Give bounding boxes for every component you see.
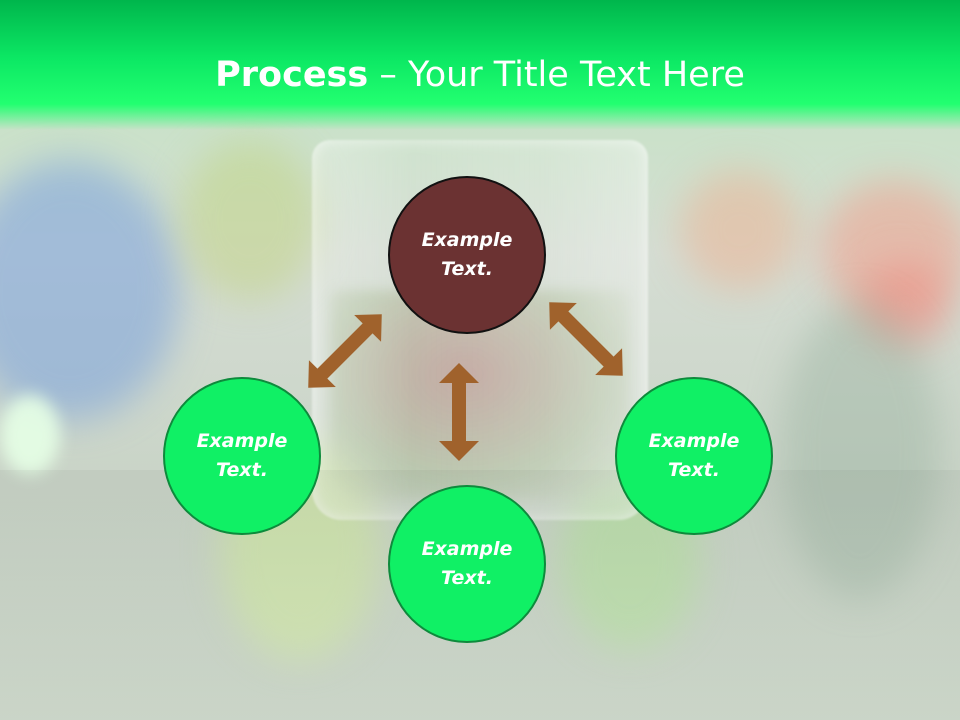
bottom-node-line1: Example [421, 538, 513, 560]
title-banner [0, 0, 960, 130]
left-node-line2: Text. [216, 459, 268, 481]
double-arrow-left[interactable] [295, 301, 395, 401]
right-node-line1: Example [648, 430, 740, 452]
left-node[interactable]: Example Text. [163, 377, 321, 535]
bottom-node[interactable]: Example Text. [388, 485, 546, 643]
center-node-line1: Example [421, 229, 513, 251]
right-node-line2: Text. [668, 459, 720, 481]
slide-title-bold: Process [215, 55, 369, 95]
center-node[interactable]: Example Text. [388, 176, 546, 334]
slide-title-rest: – Your Title Text Here [368, 55, 745, 95]
left-node-line1: Example [196, 430, 288, 452]
double-arrow-right[interactable] [536, 289, 636, 389]
center-node-line2: Text. [441, 258, 493, 280]
right-node[interactable]: Example Text. [615, 377, 773, 535]
bottom-node-line2: Text. [441, 567, 493, 589]
slide-title[interactable]: Process – Your Title Text Here [0, 52, 960, 98]
double-arrow-bottom[interactable] [439, 363, 479, 461]
